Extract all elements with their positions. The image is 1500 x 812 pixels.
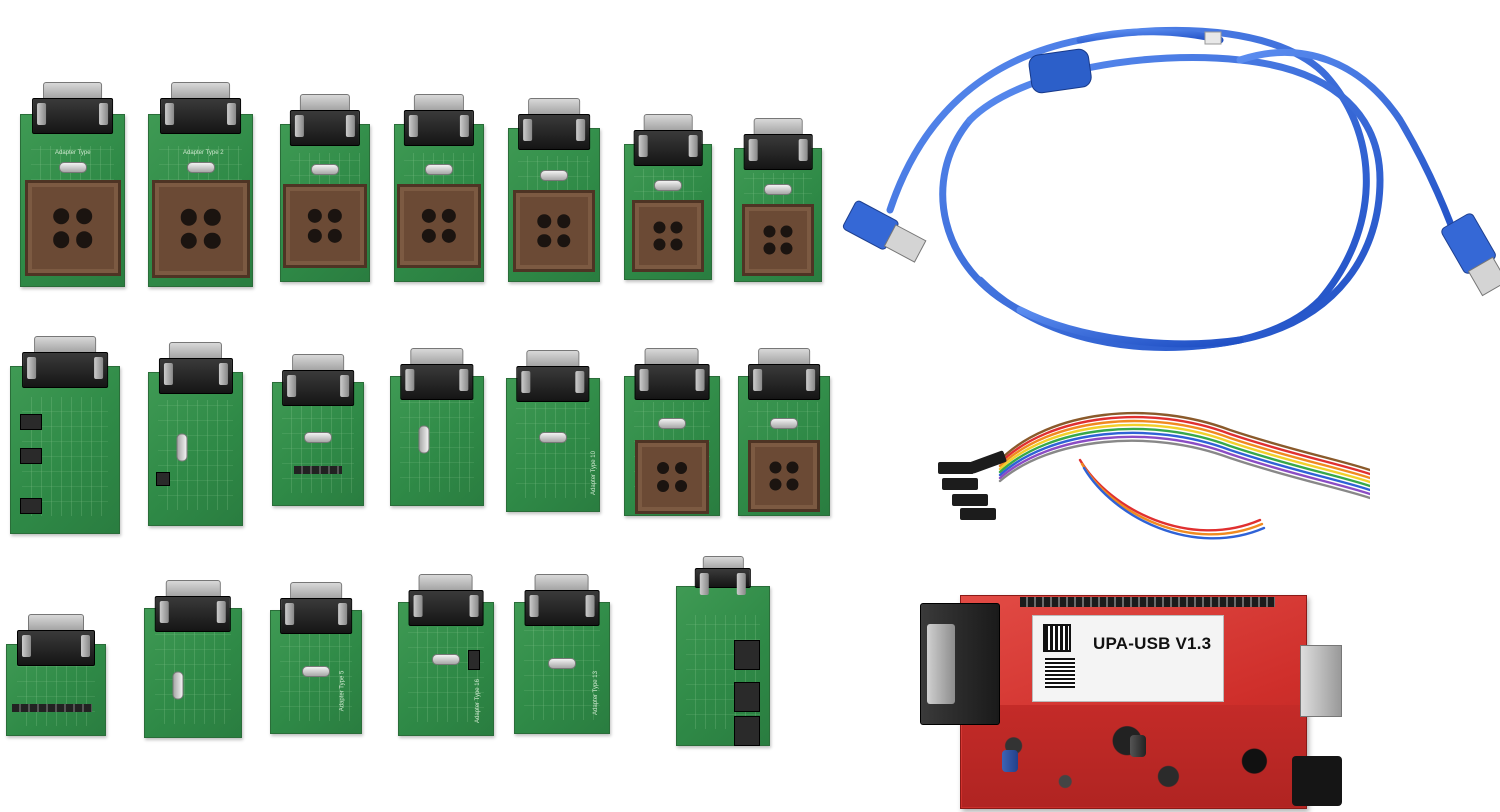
ribbon-jumper-cable — [938, 411, 1370, 540]
adapter-board-9 — [148, 342, 243, 526]
adapter-board-6 — [624, 114, 712, 280]
adapter-board-11 — [390, 348, 484, 506]
db9-connector — [403, 94, 475, 146]
db9-connector — [280, 582, 352, 634]
silkscreen-label: Adapter Type 13 — [592, 671, 599, 715]
db9-connector — [22, 336, 108, 388]
usb-b-plug — [1441, 213, 1500, 297]
silkscreen-label: Adapter Type 16 — [474, 679, 481, 723]
adapter-board-17: Adapter Type 5 — [270, 582, 362, 734]
plcc-socket — [24, 180, 121, 276]
db9-connector — [748, 348, 820, 400]
plcc-socket — [513, 190, 595, 272]
plcc-socket — [742, 204, 814, 276]
adapter-board-10 — [272, 354, 364, 506]
adapter-board-1: Adapter Type — [20, 82, 125, 287]
db9-connector — [282, 354, 354, 406]
board-model-label: UPA-USB V1.3 — [1093, 634, 1212, 653]
db9-connector — [743, 118, 813, 170]
adapter-board-19: Adapter Type 13 — [514, 574, 610, 734]
capacitor — [1130, 735, 1146, 757]
dip-socket — [20, 448, 42, 464]
plcc-socket — [397, 184, 481, 268]
silkscreen-label: Adapter Type 2 — [183, 150, 224, 156]
capacitor — [1002, 750, 1018, 772]
adapter-board-18: Adapter Type 16 — [398, 574, 494, 736]
adapter-board-13 — [624, 348, 720, 516]
db9-connector — [634, 348, 710, 400]
adapter-board-16 — [144, 580, 242, 738]
adapter-board-12: Adapter Type 10 — [506, 350, 600, 512]
db9-serial-port — [920, 603, 1000, 725]
adapter-board-15 — [6, 614, 106, 736]
dip-socket — [734, 640, 760, 670]
silkscreen-label: Adapter Type — [55, 150, 91, 156]
plcc-socket — [283, 184, 367, 268]
plcc-socket — [635, 440, 709, 514]
db9-connector — [159, 82, 242, 134]
jumper — [468, 650, 480, 670]
pin-header — [1020, 597, 1275, 607]
dip-socket — [20, 498, 42, 514]
adapter-board-3 — [280, 94, 370, 282]
adapter-board-2: Adapter Type 2 — [148, 82, 253, 287]
db9-connector — [158, 342, 233, 394]
db9-connector — [633, 114, 703, 166]
db9-connector — [524, 574, 600, 626]
usb-cable — [842, 26, 1500, 351]
plcc-socket — [748, 440, 820, 512]
ferrite-bead — [1028, 48, 1092, 94]
db9-connector — [408, 574, 484, 626]
dip-socket — [734, 716, 760, 746]
adapter-board-4 — [394, 94, 484, 282]
db9-connector — [289, 94, 361, 146]
adapter-board-14 — [738, 348, 830, 516]
dupont-connectors — [938, 450, 1007, 520]
adapter-board-8 — [10, 336, 120, 534]
db9-connector — [694, 556, 752, 595]
dip-socket — [734, 682, 760, 712]
plcc-socket — [151, 180, 250, 278]
qr-code-icon — [1043, 624, 1071, 652]
adapter-board-20 — [676, 556, 770, 746]
jumper — [156, 472, 170, 486]
db9-connector — [518, 98, 590, 150]
db9-connector — [31, 82, 114, 134]
adapter-board-7 — [734, 118, 822, 282]
power-jack — [1292, 756, 1342, 806]
upa-usb-board: UPA-USB V1.3 — [920, 595, 1342, 810]
barcode-icon — [1045, 658, 1075, 688]
product-label: UPA-USB V1.3 — [1032, 615, 1224, 702]
db9-connector — [400, 348, 474, 400]
adapter-board-5 — [508, 98, 600, 282]
silkscreen-label: Adapter Type 10 — [590, 451, 597, 495]
usb-a-plug — [842, 200, 927, 263]
dip-socket — [20, 414, 42, 430]
usb-b-port — [1300, 645, 1342, 717]
silkscreen-label: Adapter Type 5 — [339, 670, 346, 712]
db9-connector — [154, 580, 232, 632]
plcc-socket — [632, 200, 704, 272]
db9-connector — [516, 350, 590, 402]
db9-connector — [17, 614, 95, 666]
